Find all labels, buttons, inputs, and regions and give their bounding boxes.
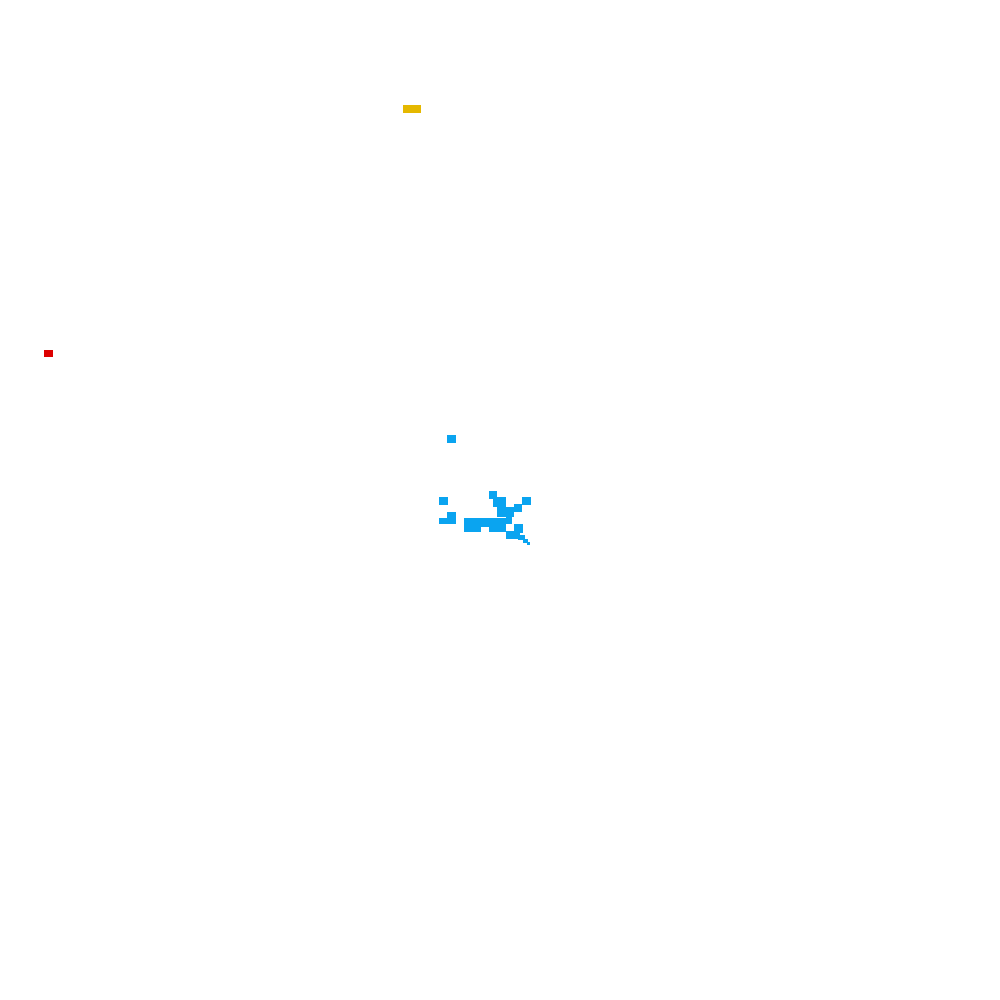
blue-pixel <box>478 518 492 527</box>
blue-pixel <box>514 524 523 533</box>
yellow-mark <box>403 105 421 113</box>
blue-pixel <box>493 497 506 507</box>
blue-pixel <box>447 512 456 524</box>
blue-pixel <box>518 535 525 540</box>
blue-pixel <box>489 518 506 532</box>
blue-pixel <box>464 518 481 532</box>
blue-pixel <box>497 507 514 517</box>
blue-pixel <box>506 531 520 539</box>
blue-pixel <box>489 491 497 499</box>
red-mark <box>44 350 53 357</box>
blue-pixel <box>522 497 531 505</box>
blue-pixel <box>447 435 456 443</box>
blue-pixel <box>527 542 530 545</box>
blue-pixel <box>514 504 522 512</box>
blue-cluster <box>439 435 531 545</box>
blue-pixel <box>506 514 512 524</box>
blue-pixel <box>439 518 449 524</box>
blue-pixel <box>439 497 448 505</box>
blue-pixel <box>523 539 528 543</box>
